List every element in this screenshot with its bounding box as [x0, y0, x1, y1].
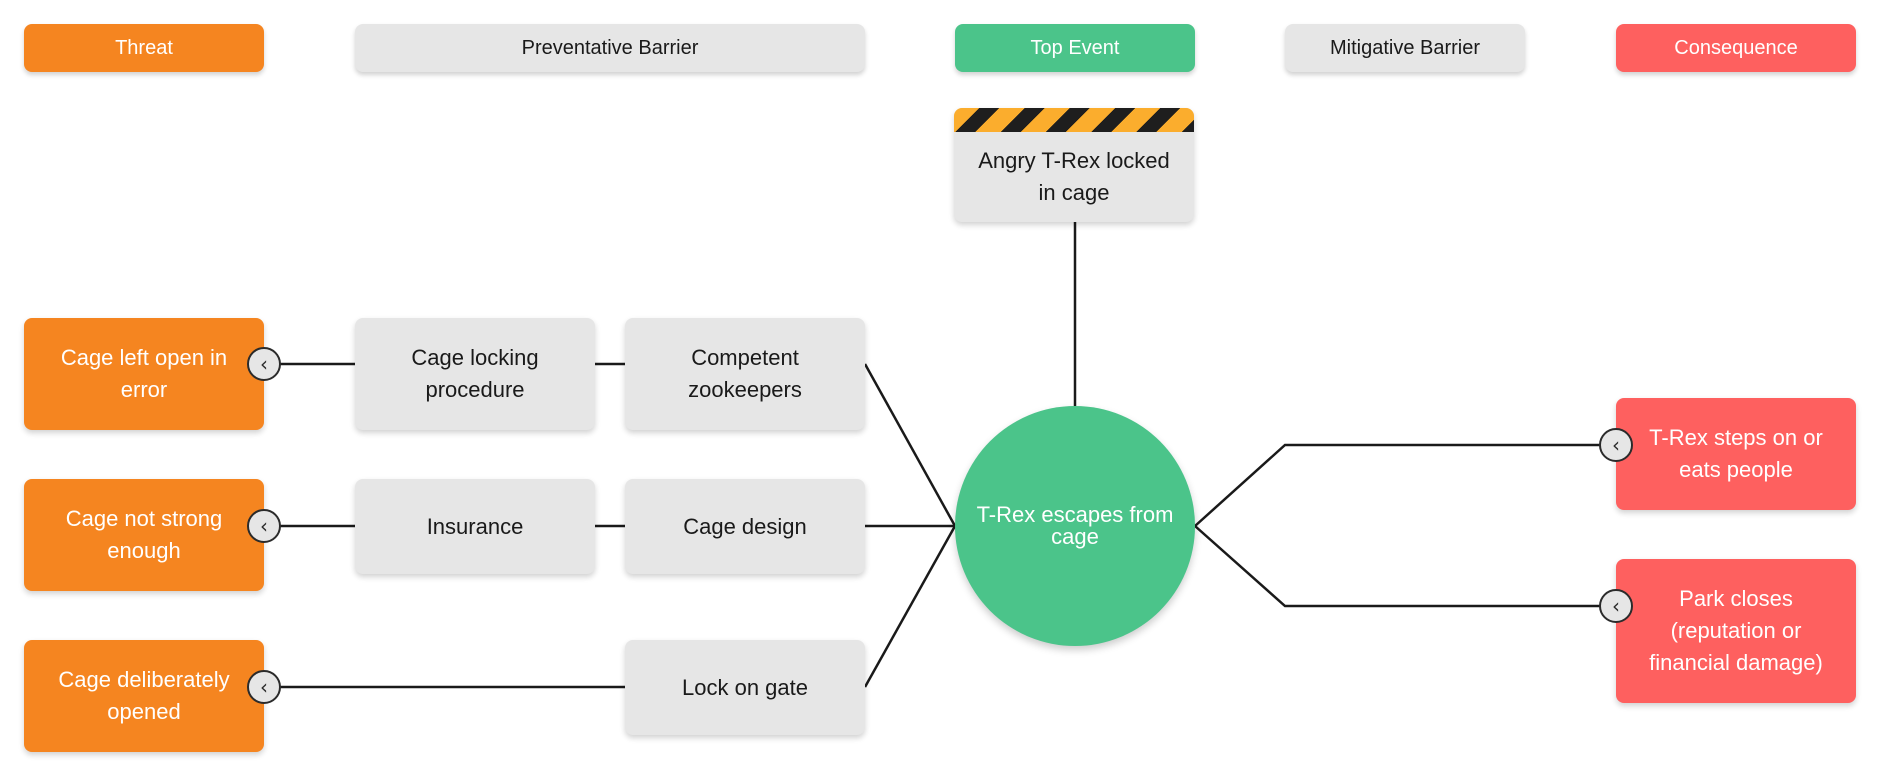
row1-to-event	[863, 363, 957, 527]
barrier-label: Insurance	[426, 513, 524, 539]
barrier-box[interactable]: Cage design	[625, 479, 865, 574]
threat-label: Cage deliberately opened	[58, 667, 230, 724]
barrier-box[interactable]: Insurance	[355, 479, 595, 574]
barrier-label: Lock on gate	[682, 674, 808, 700]
header-threat: Threat	[24, 24, 264, 72]
chevron-left-icon[interactable]: ‹	[247, 509, 281, 543]
chevron-left-icon[interactable]: ‹	[247, 347, 281, 381]
header-consequence: Consequence	[1616, 24, 1856, 72]
chevron-left-icon[interactable]: ‹	[247, 670, 281, 704]
threat-label: Cage not strong enough	[65, 506, 223, 563]
barrier-label: Competent zookeepers	[688, 345, 802, 402]
threat-box[interactable]: Cage left open in error	[24, 318, 264, 430]
consequence-label: T-Rex steps on or eats people	[1649, 425, 1823, 482]
consequence-box[interactable]: T-Rex steps on or eats people	[1616, 398, 1856, 510]
top-event-circle[interactable]: T-Rex escapes from cage	[955, 406, 1195, 646]
barrier-label: Cage design	[683, 513, 807, 539]
threat-box[interactable]: Cage not strong enough	[24, 479, 264, 591]
barrier-label: Cage locking procedure	[411, 345, 539, 402]
row3-to-event	[863, 525, 957, 688]
event-to-cons1	[1194, 443, 1600, 527]
barrier-box[interactable]: Lock on gate	[625, 640, 865, 735]
barrier-box[interactable]: Cage locking procedure	[355, 318, 595, 430]
header-top-event: Top Event	[955, 24, 1195, 72]
top-event-label: T-Rex escapes from cage	[976, 502, 1174, 549]
threat-label: Cage left open in error	[60, 345, 228, 402]
event-to-cons2	[1194, 525, 1600, 608]
threat-box[interactable]: Cage deliberately opened	[24, 640, 264, 752]
barrier-box[interactable]: Competent zookeepers	[625, 318, 865, 430]
header-mitigative-barrier: Mitigative Barrier	[1285, 24, 1525, 72]
consequence-box[interactable]: Park closes (reputation or financial dam…	[1616, 559, 1856, 703]
chevron-left-icon[interactable]: ‹	[1599, 428, 1633, 462]
consequence-label: Park closes (reputation or financial dam…	[1649, 586, 1823, 675]
chevron-left-icon[interactable]: ‹	[1599, 589, 1633, 623]
header-preventative-barrier: Preventative Barrier	[355, 24, 865, 72]
hazard-label: Angry T-Rex locked in cage	[978, 148, 1170, 205]
hazard-card[interactable]: Angry T-Rex locked in cage	[954, 108, 1194, 222]
hazard-stripes	[954, 108, 1194, 132]
